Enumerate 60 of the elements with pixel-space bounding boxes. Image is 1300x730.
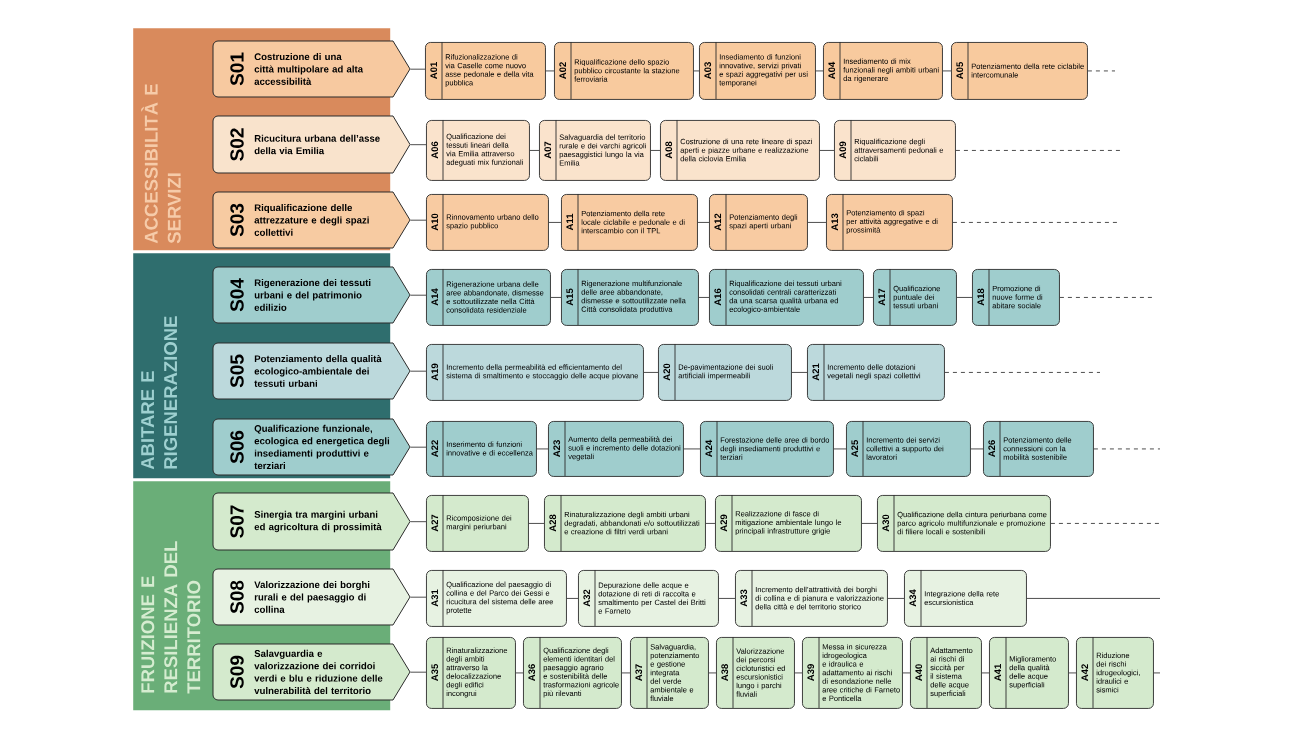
connector-line (643, 372, 659, 373)
connector-line (698, 297, 710, 298)
connector-line (550, 297, 562, 298)
connector-line (1153, 672, 1161, 674)
connector-line (1093, 448, 1161, 450)
connector-line (970, 448, 984, 450)
connector-line (833, 448, 847, 450)
connector-line (409, 219, 427, 221)
strategy-arrow-box: S05 Potenziamento della qualità ecologico-ambientale dei tessuti urbani (212, 342, 411, 400)
connector-line (952, 222, 1118, 223)
connector-line (545, 70, 555, 72)
connector-line (1026, 598, 1161, 599)
connector-line (409, 68, 426, 70)
connector-line (1087, 70, 1116, 72)
connector-line (409, 446, 427, 448)
connector-line (409, 671, 427, 673)
connector-line (981, 672, 990, 674)
connector-line (819, 150, 835, 151)
connector-line (1059, 297, 1153, 298)
connector-line (794, 672, 803, 674)
connector-line (861, 522, 878, 524)
connector-line (697, 222, 710, 223)
connector-line (1068, 672, 1077, 674)
connector-line (944, 372, 1101, 373)
connector-line (807, 222, 827, 223)
connector-line (536, 448, 549, 450)
connector-line (409, 370, 427, 372)
connector-line (942, 70, 952, 72)
connector-line (718, 598, 736, 599)
strategy-arrow-box: S09 Salavguardia e valorizzazione dei corridoi verdi e blu e riduzione delle vulnerabilità del territorio (212, 643, 411, 701)
connector-line (863, 297, 874, 298)
connector-line (683, 448, 701, 450)
connector-line (955, 150, 1121, 151)
strategy-arrow-box: S07 Sinergia tra margini urbani ed agricoltura di prossimità (212, 492, 411, 551)
strategy-arrow-box: S08 Valorizzazione dei borghi rurali e del paesaggio di collina (212, 568, 411, 626)
strategy-arrow-box: S06 Qualificazione funzionale, ecologica ed energetica degli insediamenti produttivi e terziari (212, 418, 411, 476)
strategy-arrow-box: S02 Ricucitura urbana dell’asse della via Emilia (212, 115, 411, 174)
connector-line (902, 672, 911, 674)
connector-line (705, 522, 716, 524)
connector-line (515, 672, 524, 674)
strategy-arrow-box: S04 Rigenerazione dei tessuti urbani e del patrimonio edilizio (212, 266, 411, 324)
connector-line (409, 521, 427, 523)
strategy-arrow-box: S01 Costruzione di una città multipolare ad alta accessibilità (212, 40, 411, 98)
connector-line (1050, 522, 1161, 524)
connector-line (708, 672, 717, 674)
connector-line (409, 596, 427, 598)
connector-line (956, 297, 973, 298)
connector-line (693, 70, 700, 72)
connector-line (791, 372, 808, 373)
connector-line (409, 144, 427, 146)
connector-line (621, 672, 631, 674)
connector-line (566, 598, 579, 599)
strategy-arrow-box: S03 Riqualificazione delle attrezzature e degli spazi collettivi (212, 191, 411, 249)
connector-line (548, 222, 562, 223)
connector-line (650, 150, 661, 151)
connector-line (815, 70, 824, 72)
connector-line (529, 150, 540, 151)
connector-line (409, 294, 427, 296)
connector-line (528, 522, 545, 524)
connector-line (887, 598, 905, 599)
